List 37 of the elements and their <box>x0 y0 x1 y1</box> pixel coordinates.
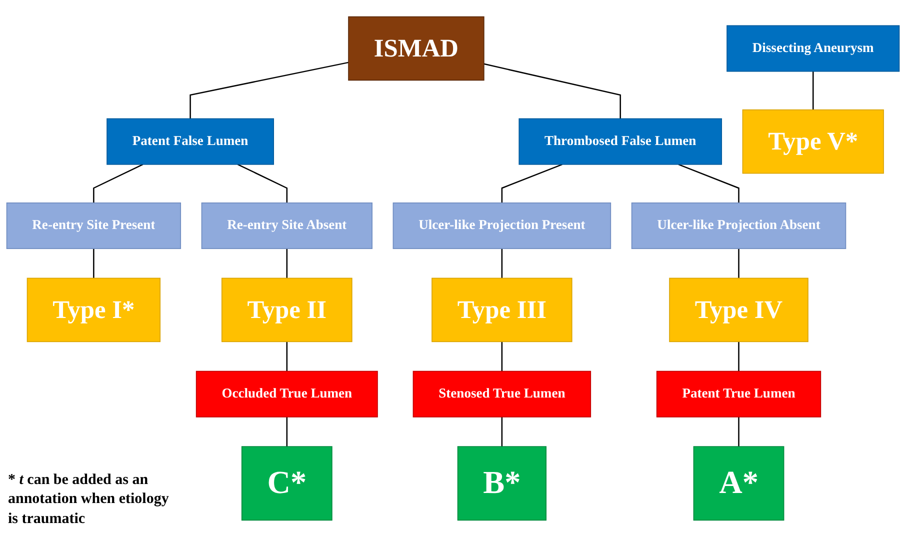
connector <box>501 342 503 372</box>
node-box <box>348 16 484 81</box>
connector <box>501 164 562 203</box>
connector <box>286 416 288 447</box>
node-box <box>669 278 808 342</box>
node-box <box>432 278 572 342</box>
node-box <box>392 202 612 250</box>
connector <box>286 248 288 278</box>
connector <box>501 416 503 447</box>
node-box <box>106 118 274 165</box>
connector <box>484 63 621 119</box>
node-box <box>457 446 546 521</box>
node-box <box>26 278 160 342</box>
node-box <box>6 202 182 250</box>
footnote: *t can be added as an annotation when etiology is traumatic <box>8 470 170 528</box>
connector <box>237 164 288 203</box>
connector <box>738 416 740 447</box>
connector <box>93 248 94 278</box>
node-box <box>196 370 378 418</box>
connector <box>93 164 144 203</box>
node-box <box>742 109 884 174</box>
node-box <box>201 202 372 250</box>
node-box <box>412 370 592 418</box>
connector <box>501 248 503 278</box>
connector <box>286 342 288 372</box>
connector <box>738 342 740 372</box>
node-box <box>693 446 784 521</box>
connector <box>190 62 349 119</box>
node-box <box>241 446 332 521</box>
node-box <box>656 370 822 418</box>
node-box <box>221 278 352 342</box>
connector <box>678 164 740 203</box>
node-box <box>726 25 900 72</box>
connector <box>738 248 740 278</box>
node-box <box>631 202 846 250</box>
connector <box>812 71 814 110</box>
node-box <box>518 118 722 165</box>
